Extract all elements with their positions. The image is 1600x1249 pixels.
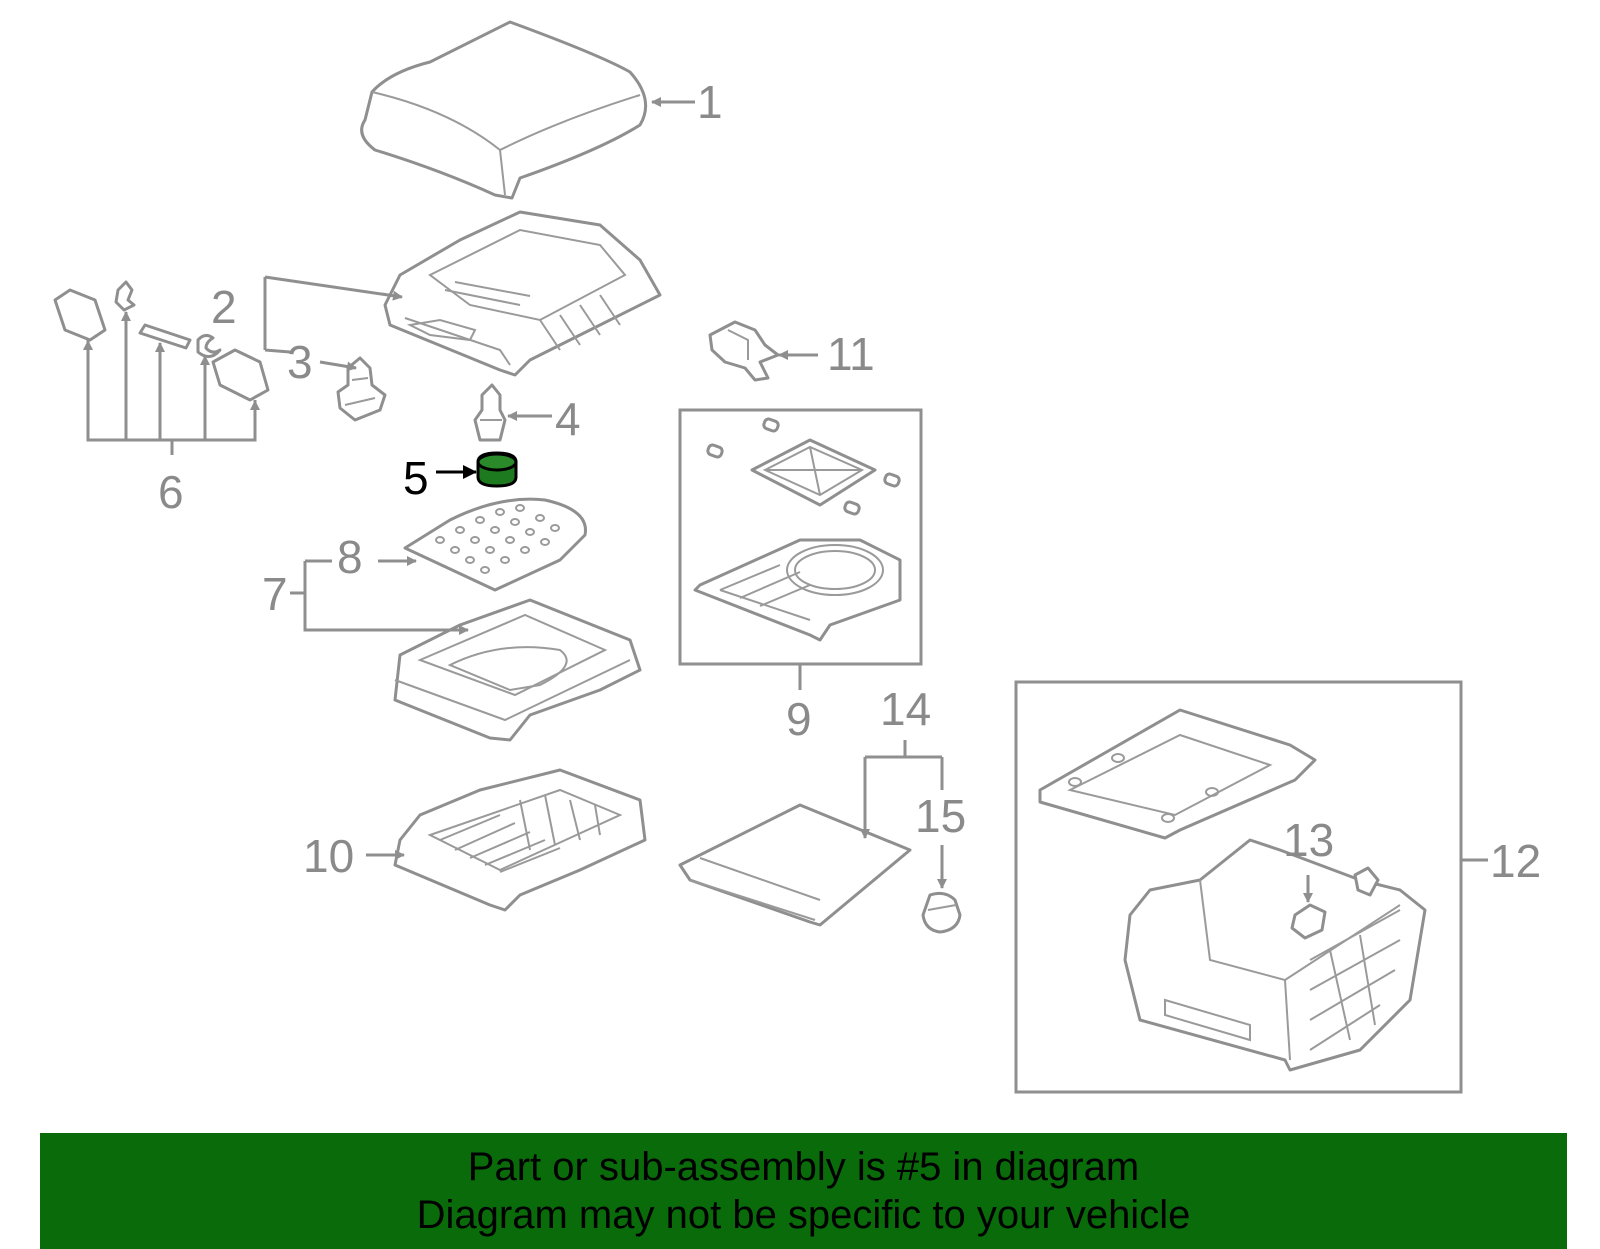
part-12-group-box [1014,680,1463,1094]
footer-banner: Part or sub-assembly is #5 in diagram Di… [40,1133,1567,1249]
footer-line-1: Part or sub-assembly is #5 in diagram [467,1145,1140,1189]
part-6-clips-set[interactable] [53,280,270,455]
part-14-lower-cover[interactable] [678,803,912,927]
callout-4: 4 [555,393,581,445]
part-7-tray-frame[interactable] [393,598,642,742]
part-2-upper-panel[interactable] [383,210,662,377]
part-4-pin[interactable] [473,383,507,442]
callout-7: 7 [262,568,288,620]
part-1-armrest-lid[interactable] [360,20,648,200]
callout-5: 5 [403,452,429,504]
callout-9: 9 [786,693,812,745]
part-11-clip[interactable] [708,320,780,382]
callout-15: 15 [915,790,966,842]
callout-8: 8 [337,531,363,583]
callout-10: 10 [303,830,354,882]
part-10-base-tray[interactable] [393,768,647,912]
callout-6: 6 [158,466,184,518]
part-13-fastener[interactable] [1290,866,1380,940]
callout-12: 12 [1490,835,1541,887]
callout-13: 13 [1283,814,1334,866]
callout-11: 11 [827,328,875,380]
footer-line-2: Diagram may not be specific to your vehi… [416,1193,1191,1237]
callout-3: 3 [287,336,313,388]
part-9-mat-assembly[interactable] [693,417,902,642]
leader-lines [263,97,1488,903]
callout-labels: 1 2 3 4 5 6 7 8 9 10 11 12 13 14 15 [158,76,1541,887]
callout-1: 1 [697,76,723,128]
part-5-bumper-highlighted[interactable] [476,451,518,488]
part-8-foam-pad[interactable] [403,497,587,592]
callout-14: 14 [880,683,931,735]
part-12-console-base[interactable] [1038,708,1427,1072]
callout-2: 2 [211,281,237,333]
part-3-latch[interactable] [336,356,387,422]
part-15-push-clip[interactable] [921,891,962,934]
